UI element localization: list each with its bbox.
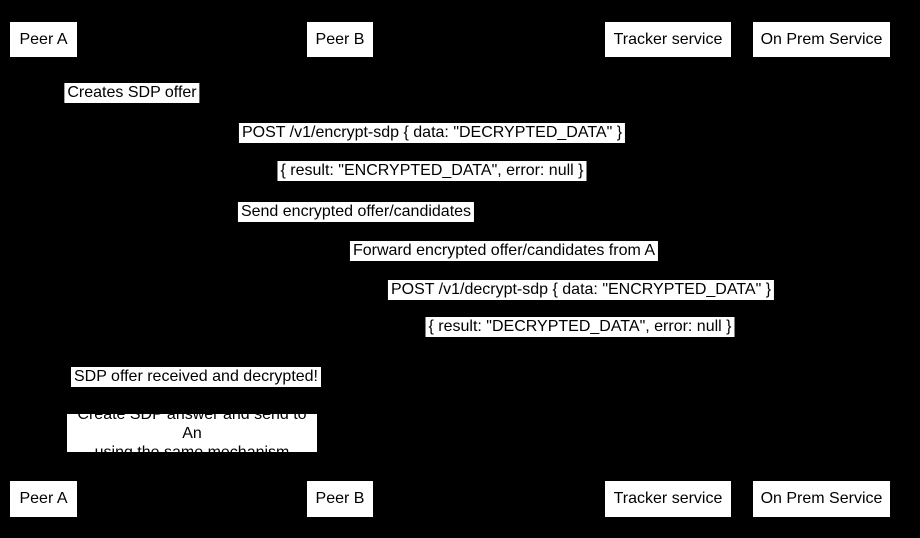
message-post-decrypt-sdp: POST /v1/decrypt-sdp { data: "ENCRYPTED_… [387,280,775,300]
message-post-encrypt-sdp: POST /v1/encrypt-sdp { data: "DECRYPTED_… [238,123,626,143]
actor-box-peer-b-bottom: Peer B [307,481,373,517]
actor-box-on-prem-service-top: On Prem Service [753,22,890,57]
message-encrypt-result: { result: "ENCRYPTED_DATA", error: null … [277,161,587,181]
actor-box-peer-a-top: Peer A [10,22,77,57]
note-create-sdp-answer: Create SDP answer and send to An using t… [67,406,317,461]
message-sdp-offer-received: SDP offer received and decrypted! [71,367,321,387]
note-line-2: using the same mechanism [94,443,290,461]
note-line-1: Create SDP answer and send to An [77,405,307,442]
actor-box-tracker-service-top: Tracker service [605,22,731,57]
message-forward-encrypted-offer: Forward encrypted offer/candidates from … [349,241,659,261]
actor-box-peer-a-bottom: Peer A [10,481,77,517]
message-decrypt-result: { result: "DECRYPTED_DATA", error: null … [425,317,735,337]
actor-box-tracker-service-bottom: Tracker service [605,481,731,517]
message-send-encrypted-offer: Send encrypted offer/candidates [237,202,475,222]
actor-box-on-prem-service-bottom: On Prem Service [753,481,890,517]
message-creates-sdp-offer: Creates SDP offer [64,83,200,103]
actor-box-peer-b-top: Peer B [307,22,373,57]
